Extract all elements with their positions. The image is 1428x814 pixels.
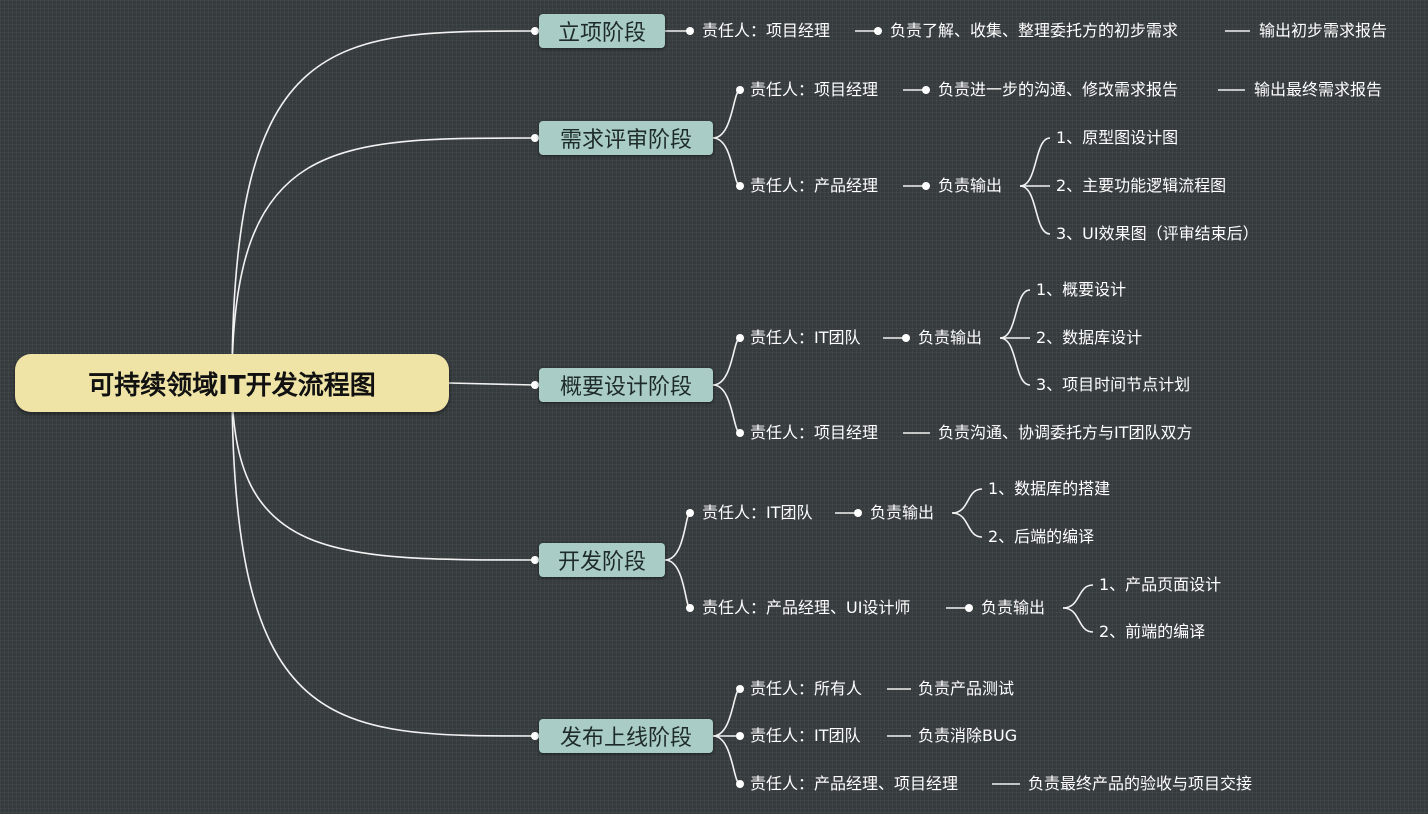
- owner-label[interactable]: 责任人：IT团队: [750, 328, 861, 347]
- connector-dot: [531, 732, 539, 740]
- connector-line: [999, 289, 1031, 339]
- task-label[interactable]: 负责产品测试: [918, 679, 1015, 698]
- connector-dot: [736, 182, 744, 190]
- task-label[interactable]: 负责沟通、协调委托方与IT团队双方: [938, 423, 1193, 442]
- connector-dot: [531, 381, 539, 389]
- task-label[interactable]: 负责输出: [918, 328, 983, 347]
- stage-outline-design[interactable]: 概要设计阶段: [539, 368, 713, 402]
- owner-label[interactable]: 责任人：项目经理: [702, 21, 831, 40]
- connector-dot: [922, 86, 930, 94]
- stage-requirements-review[interactable]: 需求评审阶段: [539, 121, 713, 155]
- output-item[interactable]: 1、产品页面设计: [1099, 575, 1222, 594]
- connector-dot: [531, 134, 539, 142]
- connector-line: [712, 688, 741, 737]
- task-label[interactable]: 负责最终产品的验收与项目交接: [1028, 774, 1253, 793]
- owner-label[interactable]: 责任人：IT团队: [750, 726, 861, 745]
- connector-dot: [531, 27, 539, 35]
- connector-dot: [874, 27, 882, 35]
- output-item[interactable]: 3、项目时间节点计划: [1036, 375, 1191, 394]
- connector-dot: [965, 604, 973, 612]
- connector-line: [231, 30, 536, 384]
- output-label[interactable]: 输出最终需求报告: [1254, 80, 1383, 99]
- output-item[interactable]: 2、后端的编译: [988, 527, 1095, 546]
- connector-line: [231, 382, 536, 561]
- output-item[interactable]: 1、原型图设计图: [1056, 128, 1179, 147]
- connector-line: [664, 559, 691, 609]
- connector-line: [448, 382, 536, 386]
- connector-dot: [902, 334, 910, 342]
- connector-dot: [736, 732, 744, 740]
- connector-line: [712, 384, 741, 434]
- task-label[interactable]: 负责消除BUG: [918, 726, 1018, 745]
- connector-dot: [736, 429, 744, 437]
- owner-label[interactable]: 责任人：IT团队: [702, 503, 813, 522]
- stage-release[interactable]: 发布上线阶段: [539, 719, 713, 753]
- task-label[interactable]: 负责输出: [870, 503, 935, 522]
- connector-line: [712, 89, 741, 139]
- task-label[interactable]: 负责输出: [981, 598, 1046, 617]
- connector-line: [1062, 607, 1094, 633]
- owner-label[interactable]: 责任人：产品经理: [750, 176, 879, 195]
- root-topic[interactable]: 可持续领域IT开发流程图: [15, 354, 449, 412]
- task-label[interactable]: 负责进一步的沟通、修改需求报告: [938, 80, 1179, 99]
- stage-initiation[interactable]: 立项阶段: [539, 14, 665, 48]
- connector-dot: [736, 86, 744, 94]
- task-label[interactable]: 负责了解、收集、整理委托方的初步需求: [890, 21, 1179, 40]
- connector-line: [664, 512, 691, 561]
- connector-dot: [686, 604, 694, 612]
- owner-label[interactable]: 责任人：项目经理: [750, 80, 879, 99]
- connector-dot: [854, 509, 862, 517]
- connector-dot: [686, 27, 694, 35]
- connector-line: [951, 488, 983, 514]
- connector-line: [1062, 584, 1094, 609]
- output-item[interactable]: 1、数据库的搭建: [988, 479, 1111, 498]
- connector-dot: [736, 780, 744, 788]
- connector-line: [231, 137, 536, 384]
- connector-dot: [686, 509, 694, 517]
- connector-line: [712, 337, 741, 386]
- connector-dot: [736, 685, 744, 693]
- connector-dot: [531, 556, 539, 564]
- connector-line: [999, 337, 1031, 386]
- output-item[interactable]: 2、前端的编译: [1099, 622, 1206, 641]
- stage-development[interactable]: 开发阶段: [539, 543, 665, 577]
- connector-line: [712, 735, 741, 785]
- owner-label[interactable]: 责任人：所有人: [750, 679, 863, 698]
- output-item[interactable]: 1、概要设计: [1036, 280, 1127, 299]
- connector-line: [712, 137, 741, 187]
- connector-line: [1019, 137, 1051, 187]
- connector-dot: [736, 334, 744, 342]
- connector-line: [951, 512, 983, 538]
- connector-dot: [922, 182, 930, 190]
- output-item[interactable]: 2、数据库设计: [1036, 328, 1143, 347]
- output-item[interactable]: 2、主要功能逻辑流程图: [1056, 176, 1227, 195]
- task-label[interactable]: 负责输出: [938, 176, 1003, 195]
- connector-line: [1019, 185, 1051, 235]
- output-item[interactable]: 3、UI效果图（评审结束后）: [1056, 224, 1259, 243]
- owner-label[interactable]: 责任人：产品经理、项目经理: [750, 774, 959, 793]
- owner-label[interactable]: 责任人：项目经理: [750, 423, 879, 442]
- owner-label[interactable]: 责任人：产品经理、UI设计师: [702, 598, 911, 617]
- output-label[interactable]: 输出初步需求报告: [1259, 21, 1388, 40]
- connector-line: [231, 382, 536, 737]
